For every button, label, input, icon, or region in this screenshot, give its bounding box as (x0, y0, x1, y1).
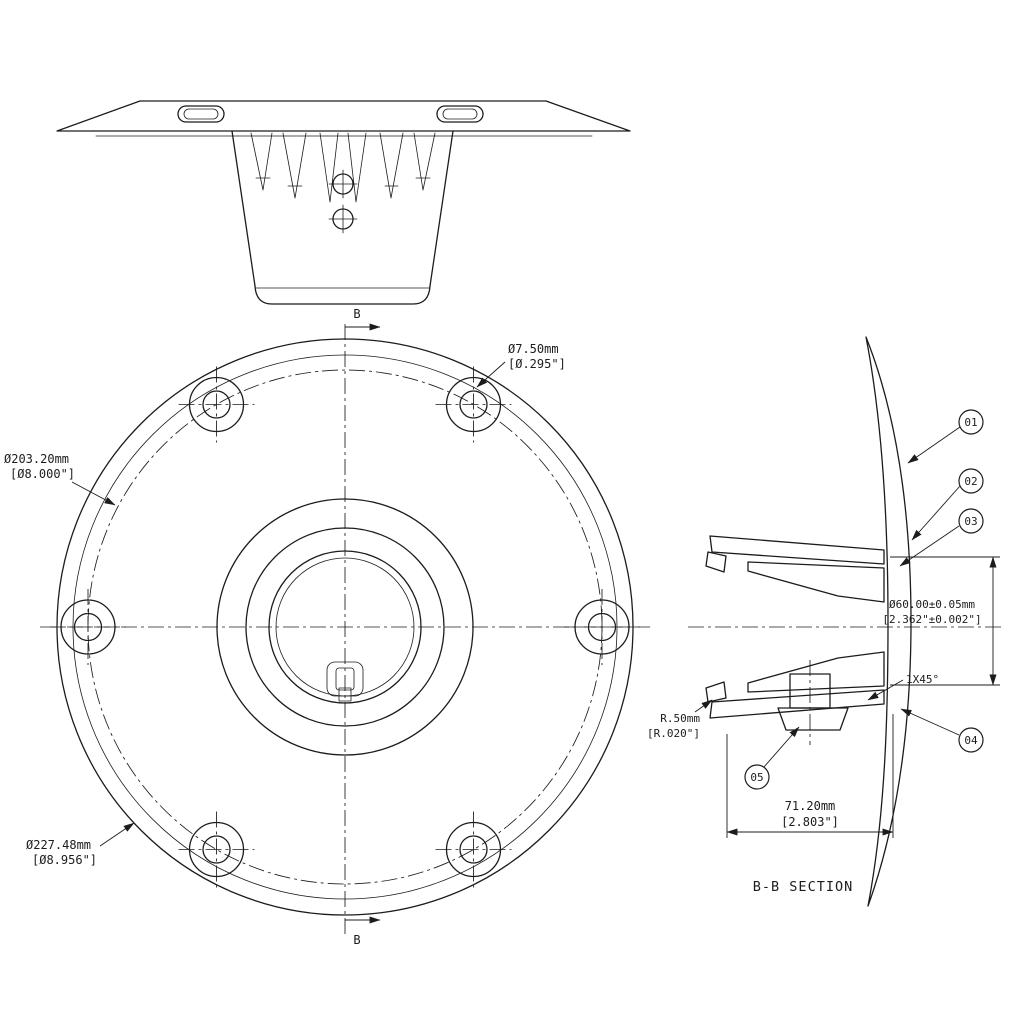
dim-bolt-circle: Ø203.20mm [Ø8.000"] (4, 452, 116, 506)
balloon-03-label: 03 (964, 515, 977, 528)
section-marker-label: B (353, 933, 360, 947)
dim-bolt-circle-metric: Ø203.20mm (4, 452, 69, 466)
socket-top-rim-hook (705, 551, 727, 573)
dim-socket-dia-metric: Ø60.00±0.05mm (889, 598, 975, 611)
balloon-01: 01 (907, 409, 984, 464)
section-cut-marker-top: B (345, 307, 381, 331)
dim-socket-dia-imperial: [2.362"±0.002"] (882, 613, 981, 626)
balloon-04-label: 04 (964, 734, 978, 747)
socket-bottom-liner (747, 651, 885, 693)
balloon-01-label: 01 (964, 416, 977, 429)
socket-top-wall (709, 535, 885, 565)
mounting-hole (564, 589, 640, 665)
plan-view: B B Ø7.50mm [Ø.295"] Ø203.20mm [Ø8.000"]… (4, 307, 650, 947)
balloon-02-label: 02 (964, 475, 977, 488)
tapered-skirt (231, 130, 454, 305)
dim-outer-dia-metric: Ø227.48mm (26, 838, 91, 852)
mounting-hole (435, 366, 512, 443)
section-marker-label: B (353, 307, 360, 321)
section-view: Ø60.00±0.05mm [2.362"±0.002"] 1X45° R.50… (647, 336, 1002, 907)
mounting-hole (435, 811, 512, 888)
mounting-hole (178, 366, 255, 443)
socket-bottom-rim-hook (705, 681, 727, 703)
note-fillet-radius: R.50mm [R.020"] (647, 699, 713, 740)
dim-bolt-circle-imperial: [Ø8.000"] (10, 467, 75, 481)
screw-top (328, 169, 358, 199)
chamfer-label: 1X45° (906, 673, 939, 686)
section-cut-marker-bottom: B (345, 916, 381, 947)
mounting-hole (178, 811, 255, 888)
section-title: B-B SECTION (753, 879, 853, 895)
hub-depth-imperial: [2.803"] (781, 815, 839, 829)
fillet-metric: R.50mm (660, 712, 700, 725)
mounting-slot-right (436, 105, 484, 123)
balloon-05: 05 (744, 726, 800, 790)
flange-blade-section (865, 336, 912, 907)
clamp-screw-section (777, 660, 849, 745)
mounting-slot-left (177, 105, 225, 123)
spring-fingers (250, 132, 436, 203)
dim-hole-dia-imperial: [Ø.295"] (508, 357, 566, 371)
dim-hole-dia-metric: Ø7.50mm (508, 342, 559, 356)
screw-bottom (328, 204, 358, 234)
dim-socket-dia: Ø60.00±0.05mm [2.362"±0.002"] (882, 556, 1000, 686)
balloon-05-label: 05 (750, 771, 763, 784)
dim-outer-dia-imperial: [Ø8.956"] (32, 853, 97, 867)
balloon-02: 02 (911, 468, 984, 541)
top-view (56, 100, 631, 305)
note-chamfer: 1X45° (867, 673, 939, 701)
balloon-03: 03 (899, 508, 984, 567)
dim-hub-depth: 71.20mm [2.803"] (726, 714, 894, 838)
dim-hole-dia: Ø7.50mm [Ø.295"] (476, 342, 566, 388)
mounting-hole (50, 589, 126, 665)
socket-top-liner (747, 561, 885, 603)
fillet-imperial: [R.020"] (647, 727, 700, 740)
dim-outer-dia: Ø227.48mm [Ø8.956"] (26, 822, 135, 867)
balloon-04: 04 (900, 708, 984, 753)
hub-depth-metric: 71.20mm (785, 799, 836, 813)
